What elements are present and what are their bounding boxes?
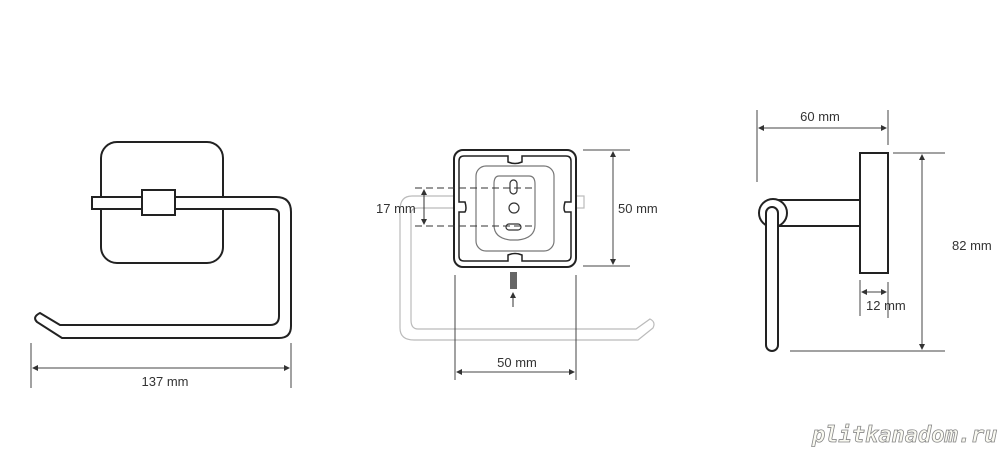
hole-centerlines — [415, 187, 535, 227]
slot-hole-top — [509, 179, 518, 195]
depth-label: 60 mm — [800, 109, 840, 124]
side-height-label: 82 mm — [952, 238, 992, 253]
plate-thickness-label: 12 mm — [866, 298, 906, 313]
mounting-view — [399, 149, 655, 380]
side-wall-plate — [859, 152, 889, 274]
side-view — [758, 152, 889, 352]
mounting-plate-inner — [458, 155, 572, 262]
roll-rod — [765, 206, 779, 352]
keyhole-plate — [493, 175, 536, 241]
watermark: plitkanadom.ru — [811, 423, 997, 448]
front-width-dimension — [30, 343, 292, 388]
hole-spacing-label: 17 mm — [376, 201, 416, 216]
center-hole — [508, 202, 520, 214]
set-screw — [510, 272, 517, 289]
mounting-plate-outer — [453, 149, 577, 268]
slot-hole-bottom — [505, 223, 522, 231]
front-view — [34, 141, 292, 339]
mounting-width-label: 50 mm — [497, 355, 537, 370]
ghost-holder-outline — [399, 195, 655, 341]
mounting-height-label: 50 mm — [618, 201, 658, 216]
connector-block — [141, 189, 176, 216]
side-dimensions — [756, 110, 945, 352]
holder-arm — [34, 196, 292, 339]
inner-plate — [475, 165, 555, 252]
front-width-label: 137 mm — [142, 374, 189, 389]
